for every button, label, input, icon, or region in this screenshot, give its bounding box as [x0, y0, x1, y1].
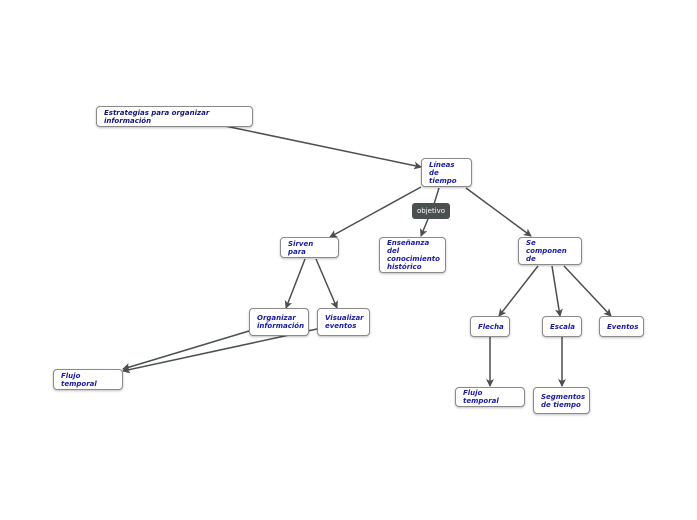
edge-sirven-visualizar	[315, 258, 338, 309]
edge-organizar-flujo1	[122, 330, 250, 371]
node-flujo-temporal-left[interactable]: Flujo temporal	[53, 369, 123, 390]
node-estrategias[interactable]: Estrategias para organizar información	[96, 106, 253, 127]
edge-root-lineas	[224, 125, 422, 170]
node-flujo-temporal-right[interactable]: Flujo temporal	[455, 387, 525, 407]
node-eventos[interactable]: Eventos	[599, 316, 644, 337]
node-flecha[interactable]: Flecha	[470, 316, 510, 337]
node-se-componen-de[interactable]: Se componen de	[518, 237, 582, 265]
edge-lineas-componen	[465, 187, 532, 237]
edge-objetivo-ensenanza	[419, 218, 429, 237]
edge-visualizar-flujo1	[122, 328, 318, 374]
node-escala[interactable]: Escala	[542, 316, 582, 337]
node-segmentos-de-tiempo[interactable]: Segmentos de tiempo	[533, 387, 590, 414]
link-label-objetivo: objetivo	[412, 203, 450, 219]
edge-componen-eventos	[563, 265, 612, 317]
node-lineas-de-tiempo[interactable]: Líneas de tiempo	[421, 158, 472, 187]
edge-componen-flecha	[498, 265, 539, 317]
edge-lineas-objetivo	[433, 187, 440, 205]
edge-sirven-organizar	[284, 258, 306, 309]
edge-componen-escala	[551, 265, 563, 317]
node-organizar-informacion[interactable]: Organizar información	[249, 308, 309, 336]
edge-lineas-sirven	[329, 186, 422, 238]
node-sirven-para[interactable]: Sirven para	[280, 237, 339, 258]
node-ensenanza[interactable]: Enseñanza del conocimiento histórico	[379, 237, 446, 273]
node-visualizar-eventos[interactable]: Visualizar eventos	[317, 308, 370, 336]
